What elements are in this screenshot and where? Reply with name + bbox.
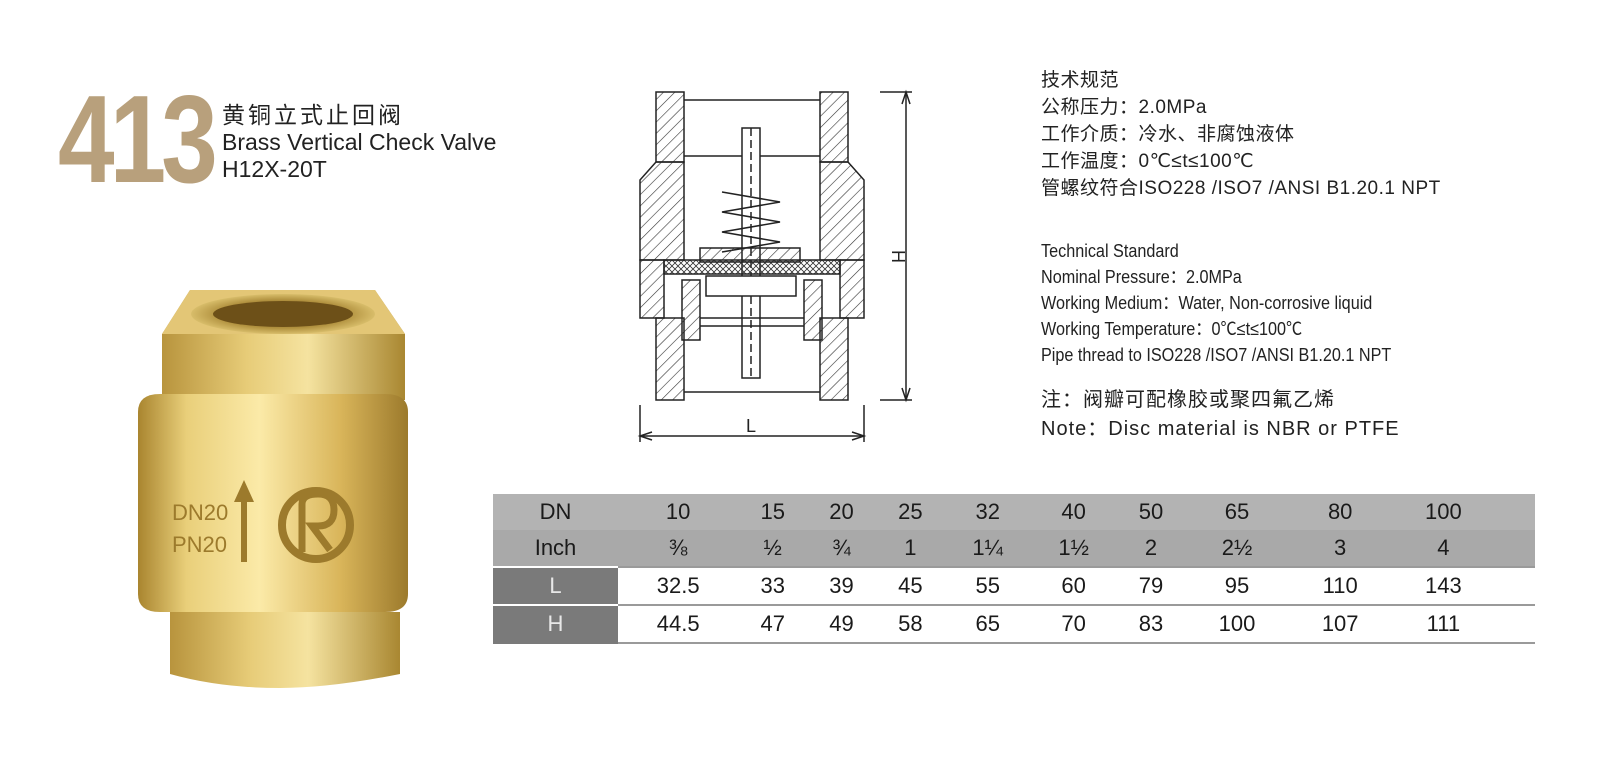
inch-cell: ⅜ <box>618 530 739 567</box>
spec-en-heading: Technical Standard <box>1041 241 1179 261</box>
table-pad <box>1495 604 1535 644</box>
dimension-h-label: H <box>888 250 908 263</box>
l-cell: 143 <box>1391 566 1495 605</box>
row-label-h: H <box>493 604 618 644</box>
dn-cell: 50 <box>1116 494 1186 530</box>
h-cell: 44.5 <box>618 604 739 644</box>
table-pad <box>1495 566 1535 605</box>
spec-cn-temperature: 工作温度：0℃≤t≤100℃ <box>1041 151 1255 172</box>
inch-cell: ¾ <box>807 530 876 567</box>
dn-cell: 32 <box>944 494 1031 530</box>
h-cell: 58 <box>875 604 945 644</box>
product-title-block: 黄铜立式止回阀 Brass Vertical Check Valve H12X-… <box>222 102 496 183</box>
dn-cell: 10 <box>618 494 739 530</box>
dn-cell: 65 <box>1185 494 1289 530</box>
valve-photo: DN20 PN20 <box>138 290 408 688</box>
inch-cell: 1½ <box>1030 530 1117 567</box>
spec-english: Technical Standard Nominal Pressure：2.0M… <box>1041 238 1430 368</box>
dimension-l-label: L <box>746 416 756 436</box>
l-cell: 60 <box>1030 566 1117 605</box>
inch-cell: 3 <box>1288 530 1392 567</box>
inch-cell: 2½ <box>1185 530 1289 567</box>
flow-arrow-icon <box>234 480 254 562</box>
model-number: 413 <box>58 71 218 209</box>
inch-cell: 4 <box>1391 530 1495 567</box>
dn-cell: 20 <box>807 494 876 530</box>
inch-cell: ½ <box>738 530 808 567</box>
spec-cn-heading: 技术规范 <box>1041 70 1120 91</box>
inch-cell: 1¼ <box>944 530 1031 567</box>
note-block: 注：阀瓣可配橡胶或聚四氟乙烯 Note：Disc material is NBR… <box>1041 386 1400 444</box>
cross-section-diagram: H L <box>637 89 912 442</box>
row-label-l: L <box>493 566 618 605</box>
h-cell: 47 <box>738 604 808 644</box>
l-cell: 45 <box>875 566 945 605</box>
spec-cn-thread: 管螺纹符合ISO228 /ISO7 /ANSI B1.20.1 NPT <box>1041 178 1441 199</box>
spec-en-medium: Working Medium：Water, Non-corrosive liqu… <box>1041 293 1373 313</box>
product-name-cn: 黄铜立式止回阀 <box>222 102 404 128</box>
dn-cell: 80 <box>1288 494 1392 530</box>
dn-cell: 100 <box>1391 494 1495 530</box>
dn-cell: 15 <box>738 494 808 530</box>
product-name-en: Brass Vertical Check Valve <box>222 129 497 155</box>
h-cell: 70 <box>1030 604 1117 644</box>
note-cn: 注：阀瓣可配橡胶或聚四氟乙烯 <box>1041 389 1335 411</box>
table-row-dn: DN 10 15 20 25 32 40 50 65 80 100 <box>493 494 1535 530</box>
l-cell: 39 <box>807 566 876 605</box>
spec-en-thread: Pipe thread to ISO228 /ISO7 /ANSI B1.20.… <box>1041 345 1392 365</box>
marking-pn: PN20 <box>172 532 227 557</box>
h-cell: 65 <box>944 604 1031 644</box>
l-cell: 79 <box>1116 566 1186 605</box>
l-cell: 110 <box>1288 566 1392 605</box>
l-cell: 55 <box>944 566 1031 605</box>
h-cell: 100 <box>1185 604 1289 644</box>
dn-cell: 25 <box>875 494 945 530</box>
spec-en-temperature: Working Temperature：0℃≤t≤100℃ <box>1041 319 1303 339</box>
brand-logo-icon <box>278 487 354 563</box>
spec-cn-pressure: 公称压力：2.0MPa <box>1041 97 1207 118</box>
l-cell: 32.5 <box>618 566 739 605</box>
inch-cell: 2 <box>1116 530 1186 567</box>
marking-dn: DN20 <box>172 500 228 525</box>
row-label-dn: DN <box>493 494 618 530</box>
table-pad <box>1495 530 1535 567</box>
h-cell: 49 <box>807 604 876 644</box>
dn-cell: 40 <box>1030 494 1117 530</box>
size-table: DN 10 15 20 25 32 40 50 65 80 100 Inch ⅜… <box>493 494 1535 644</box>
table-row-h: H 44.5 47 49 58 65 70 83 100 107 111 <box>493 604 1535 644</box>
spec-chinese: 技术规范 公称压力：2.0MPa 工作介质：冷水、非腐蚀液体 工作温度：0℃≤t… <box>1041 67 1441 202</box>
spec-en-pressure: Nominal Pressure：2.0MPa <box>1041 267 1242 287</box>
product-code: H12X-20T <box>222 156 327 182</box>
table-row-inch: Inch ⅜ ½ ¾ 1 1¼ 1½ 2 2½ 3 4 <box>493 530 1535 567</box>
h-cell: 111 <box>1391 604 1495 644</box>
l-cell: 33 <box>738 566 808 605</box>
table-row-l: L 32.5 33 39 45 55 60 79 95 110 143 <box>493 566 1535 605</box>
l-cell: 95 <box>1185 566 1289 605</box>
inch-cell: 1 <box>875 530 945 567</box>
table-pad <box>1495 494 1535 530</box>
h-cell: 107 <box>1288 604 1392 644</box>
note-en: Note：Disc material is NBR or PTFE <box>1041 418 1400 440</box>
row-label-inch: Inch <box>493 530 618 567</box>
spec-cn-medium: 工作介质：冷水、非腐蚀液体 <box>1041 124 1295 145</box>
h-cell: 83 <box>1116 604 1186 644</box>
